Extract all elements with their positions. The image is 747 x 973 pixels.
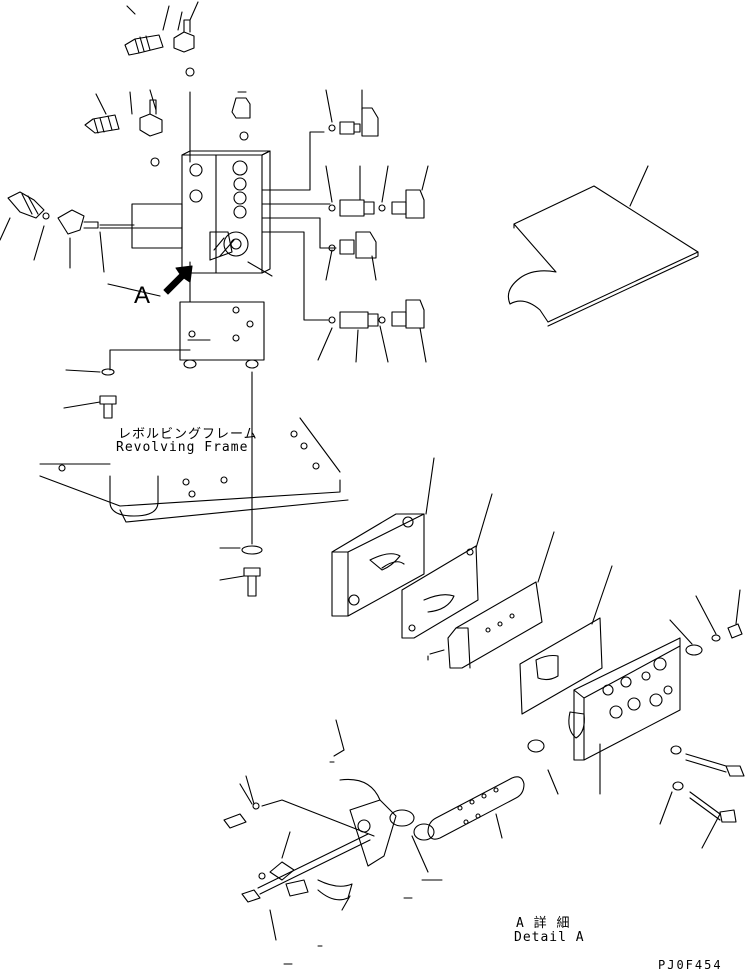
left-fittings: [0, 191, 135, 273]
lever-assembly: [223, 719, 397, 941]
exploded-plates: [331, 457, 613, 715]
cover-plate: [507, 165, 699, 327]
top-fittings: [84, 1, 251, 167]
detail-label-jp: A 詳 細: [516, 916, 571, 931]
view-arrow: [163, 265, 193, 295]
detail-label-en: Detail A: [514, 930, 585, 945]
frame-label-en: Revolving Frame: [116, 440, 249, 455]
frame-label-jp: レボルビングフレーム: [118, 427, 258, 442]
valve-assembly: [99, 91, 337, 371]
right-fittings: [317, 89, 429, 363]
mounting-hardware: [63, 368, 263, 597]
revolving-frame: [39, 417, 349, 523]
right-bolts: [659, 745, 745, 849]
drawing-code: PJ0F454: [658, 958, 723, 972]
valve-body: [568, 589, 743, 795]
spool: [389, 739, 559, 873]
view-marker-label: A: [134, 282, 151, 309]
